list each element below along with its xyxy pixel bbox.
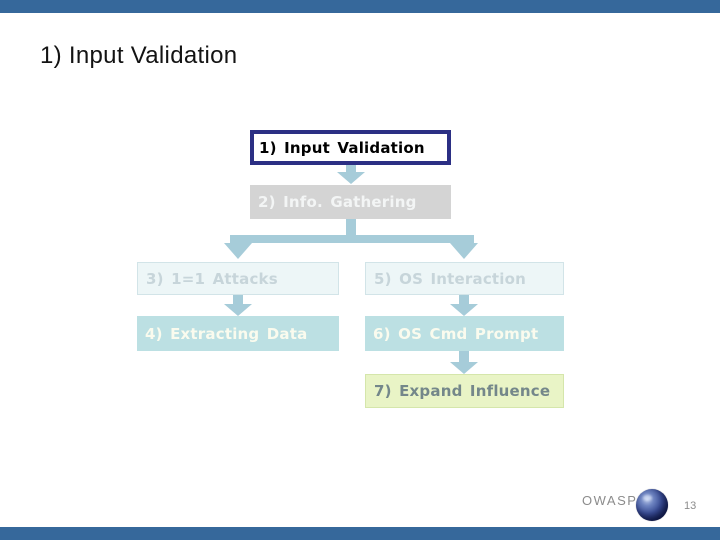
flow-node-1equals1-attacks: 3) 1=1 Attacks (137, 262, 339, 295)
flow-node-os-cmd-prompt: 6) OS Cmd Prompt (365, 316, 564, 351)
arrow-down-icon (450, 243, 478, 259)
flow-node-os-interaction: 5) OS Interaction (365, 262, 564, 295)
bottom-accent-bar (0, 527, 720, 540)
arrow-down-icon (450, 295, 478, 316)
owasp-globe-logo-icon (636, 489, 668, 521)
arrow-down-icon (450, 351, 478, 374)
flow-node-extracting-data: 4) Extracting Data (137, 316, 339, 351)
arrow-down-icon (224, 243, 252, 259)
connector-horizontal-bar (230, 235, 474, 243)
arrow-down-icon (224, 295, 252, 316)
owasp-brand-label: OWASP (582, 493, 638, 508)
slide-page-number: 13 (684, 500, 697, 512)
top-accent-bar (0, 0, 720, 13)
flow-node-info-gathering: 2) Info. Gathering (250, 185, 451, 219)
connector-stub (346, 219, 356, 235)
flow-node-input-validation: 1) Input Validation (250, 130, 451, 165)
flow-node-expand-influence: 7) Expand Influence (365, 374, 564, 408)
page-title: 1) Input Validation (40, 42, 238, 69)
arrow-down-icon (337, 165, 365, 184)
